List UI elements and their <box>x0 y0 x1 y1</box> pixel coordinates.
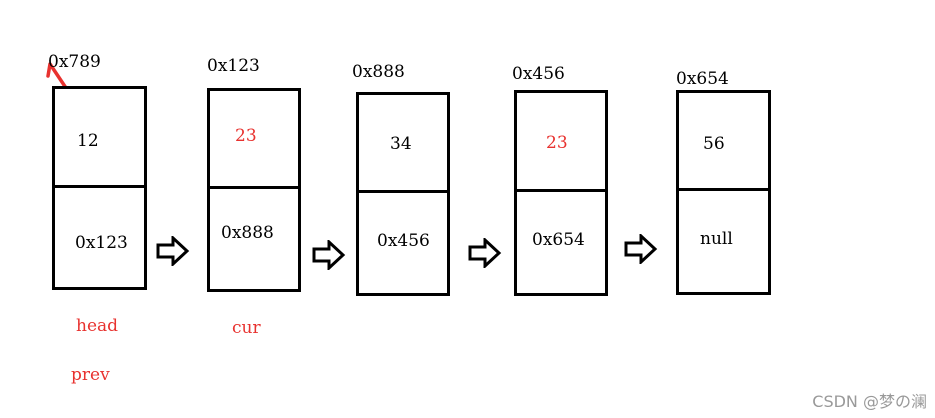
node-5-address: 0x654 <box>676 69 729 89</box>
node-3: 34 0x456 <box>356 92 450 296</box>
pointer-cur-label: cur <box>232 318 261 338</box>
node-5-value-cell <box>679 93 768 191</box>
pointer-prev-label: prev <box>71 365 110 385</box>
node-5: 56 null <box>676 90 771 295</box>
arrow-3-to-4-icon <box>468 238 502 268</box>
node-1-value: 12 <box>77 131 99 151</box>
arrow-1-to-2-icon <box>156 236 190 266</box>
arrow-4-to-5-icon <box>624 234 658 264</box>
arrow-2-to-3-icon <box>312 240 346 270</box>
node-1-address: 0x789 <box>48 52 101 72</box>
node-2: 23 0x888 <box>207 88 301 292</box>
node-2-address: 0x123 <box>207 56 260 76</box>
node-2-next: 0x888 <box>221 223 274 243</box>
watermark: CSDN @梦の澜 <box>812 392 927 411</box>
pointer-head-label: head <box>76 316 119 336</box>
node-5-next: null <box>700 229 733 249</box>
node-2-value-cell <box>210 91 298 189</box>
node-1-next: 0x123 <box>75 233 128 253</box>
node-2-value: 23 <box>235 126 257 146</box>
node-3-next: 0x456 <box>377 231 430 251</box>
node-3-value: 34 <box>390 134 412 154</box>
node-3-value-cell <box>359 95 447 193</box>
node-4-value: 23 <box>546 133 568 153</box>
node-3-address: 0x888 <box>352 62 405 82</box>
node-1-value-cell <box>55 89 144 188</box>
node-4-address: 0x456 <box>512 64 565 84</box>
node-5-value: 56 <box>703 134 725 154</box>
node-4-next: 0x654 <box>532 230 585 250</box>
red-pen-mark <box>46 62 68 90</box>
node-1: 12 0x123 <box>52 86 147 290</box>
node-4: 23 0x654 <box>514 90 608 296</box>
node-4-value-cell <box>517 93 605 192</box>
